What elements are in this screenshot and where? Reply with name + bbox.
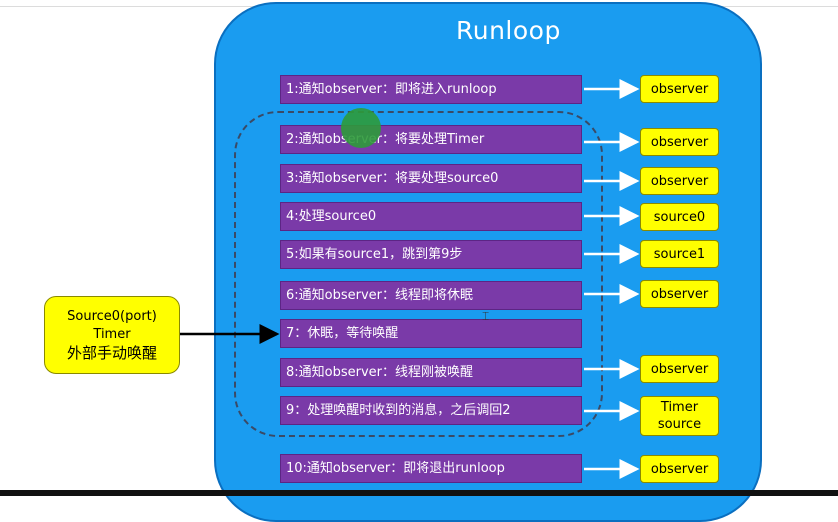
step-10: 10:通知observer：即将退出runloop xyxy=(280,454,582,483)
arrows-layer xyxy=(180,79,640,479)
step-9: 9：处理唤醒时收到的消息，之后调回2 xyxy=(280,396,582,425)
step-3: 3:通知observer：将要处理source0 xyxy=(280,164,582,193)
step-2: 2:通知observer：将要处理Timer xyxy=(280,125,582,154)
output-timer-label: Timer xyxy=(660,400,699,415)
step-8: 8:通知observer：线程刚被唤醒 xyxy=(280,358,582,387)
external-source0-port: Source0(port) xyxy=(67,309,157,324)
output-observer-3: observer xyxy=(640,167,719,195)
external-wakeup-box: Source0(port) Timer 外部手动唤醒 xyxy=(44,296,180,374)
external-timer: Timer xyxy=(93,327,131,342)
bottom-bar xyxy=(0,490,838,496)
output-observer-1: observer xyxy=(640,75,719,103)
output-source0: source0 xyxy=(640,203,719,231)
loop-boundary-dashed xyxy=(234,111,603,437)
output-observer-6: observer xyxy=(640,280,719,308)
output-observer-2: observer xyxy=(640,128,719,156)
step-4: 4:处理source0 xyxy=(280,202,582,231)
step-1: 1:通知observer：即将进入runloop xyxy=(280,75,582,104)
output-observer-10: observer xyxy=(640,455,719,483)
step-7: 7：休眠，等待唤醒 xyxy=(280,319,582,348)
pointer-highlight xyxy=(341,108,381,148)
output-timer-source: Timer source xyxy=(640,396,719,436)
output-source1: source1 xyxy=(640,240,719,268)
external-manual-wakeup: 外部手动唤醒 xyxy=(66,344,157,362)
output-source-label: source xyxy=(657,417,702,432)
text-cursor-icon: ⌶ xyxy=(482,309,490,323)
step-5: 5:如果有source1，跳到第9步 xyxy=(280,240,582,269)
step-6: 6:通知observer：线程即将休眠 xyxy=(280,281,582,310)
diagram-title: Runloop xyxy=(456,16,561,45)
output-observer-8: observer xyxy=(640,355,719,383)
